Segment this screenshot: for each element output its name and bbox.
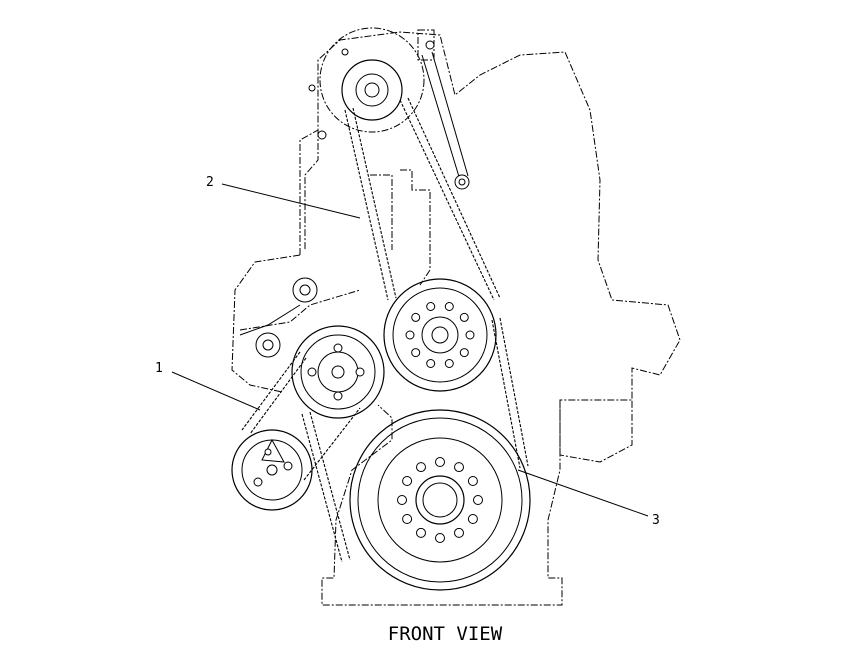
water-pump-pulley: [383, 278, 497, 392]
bolt-hole: [411, 348, 421, 358]
bolt-hole: [435, 533, 445, 543]
callout-leaders: [171, 183, 649, 517]
bolt-hole: [405, 330, 415, 340]
alternator-pulley: [308, 27, 435, 140]
compressor-pulley: [231, 429, 313, 511]
bolt-hole: [402, 514, 413, 524]
callout-2: 2: [206, 175, 214, 190]
callout-3: 3: [652, 513, 660, 528]
bolt-hole: [397, 495, 407, 505]
crankshaft-pulley: [349, 409, 531, 591]
bolt-hole: [435, 457, 445, 467]
idler-pulley: [291, 325, 385, 419]
bolt-hole: [454, 527, 464, 538]
bolt-hole: [411, 312, 421, 322]
bolt-hole: [444, 302, 454, 311]
bolt-hole: [416, 527, 426, 538]
figure-caption: FRONT VIEW: [388, 623, 503, 645]
adjusting-strap: [421, 51, 470, 190]
bolt-hole: [402, 476, 413, 486]
bolt-hole: [467, 476, 478, 486]
bolt-hole: [444, 359, 454, 368]
engine-block-outline: [231, 31, 681, 606]
bolt-hole: [416, 462, 426, 473]
bolt-hole: [459, 312, 469, 322]
callout-1: 1: [155, 361, 163, 376]
bolt-hole: [473, 495, 483, 505]
bolt-hole: [467, 514, 478, 524]
bolt-hole: [454, 462, 464, 473]
bolt-hole: [465, 330, 475, 340]
tensioner-bracket: [239, 277, 318, 358]
bolt-hole: [426, 359, 436, 368]
bolt-hole: [426, 302, 436, 311]
bolt-hole: [459, 348, 469, 358]
drive-belts: [241, 97, 529, 563]
